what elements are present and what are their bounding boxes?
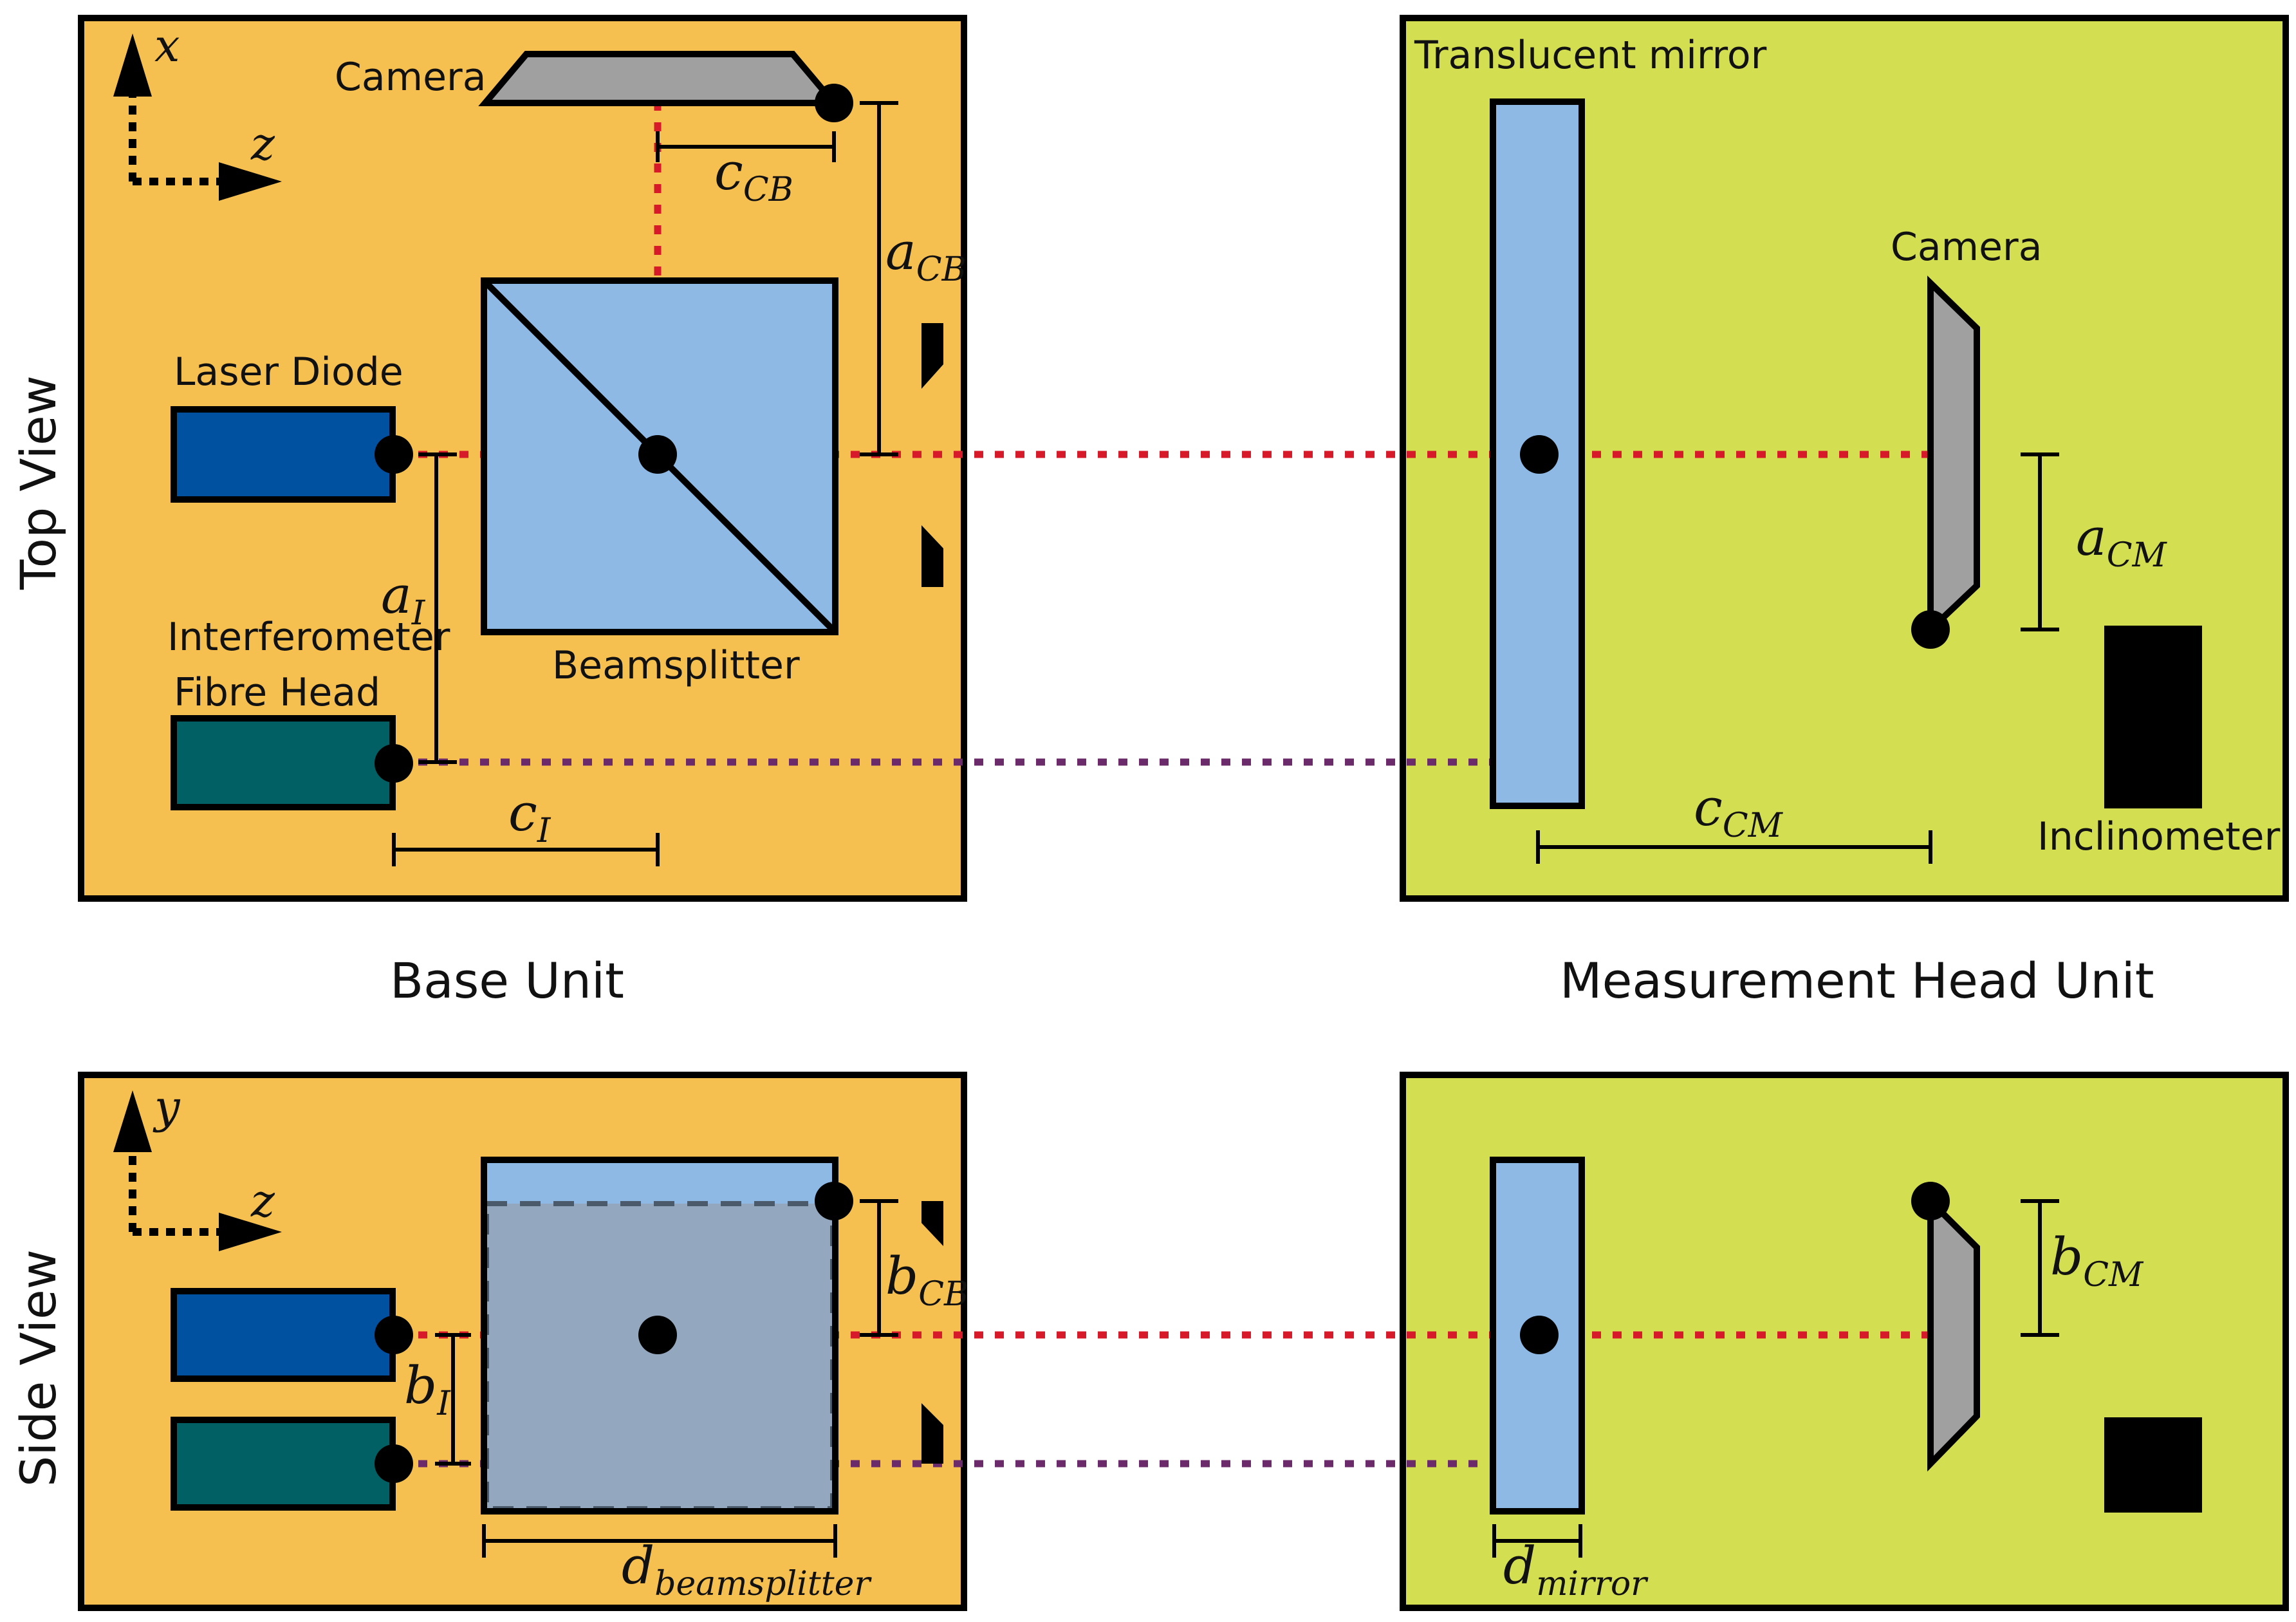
side-camera-dot — [815, 1182, 853, 1220]
dim-c-i: cI — [392, 783, 660, 866]
top-laser-diode-dot — [375, 435, 413, 474]
svg-text:aCM: aCM — [2076, 507, 2167, 575]
dim-d-mirror: dmirror — [1492, 1524, 1649, 1603]
side-beamsplitter-dot — [638, 1316, 677, 1354]
axis-z-side-label: z — [250, 1175, 275, 1227]
translucent-mirror-label: Translucent mirror — [1414, 33, 1767, 78]
dim-a-cb: aCB — [860, 101, 967, 456]
top-interferometer-dot — [375, 744, 413, 783]
inclinometer-label: Inclinometer — [2037, 814, 2281, 859]
dim-c-cb: cCB — [656, 131, 836, 209]
dim-b-cb: bCB — [860, 1199, 968, 1337]
top-beamsplitter-dot — [638, 435, 677, 474]
side-aperture-upper — [921, 1201, 943, 1246]
top-head-camera-label: Camera — [1891, 225, 2042, 270]
top-base-camera-dot — [815, 84, 853, 122]
svg-text:aCB: aCB — [885, 221, 967, 289]
svg-text:dmirror: dmirror — [1503, 1536, 1649, 1603]
axis-z-label: z — [250, 118, 275, 171]
top-interferometer-label-1: Interferometer — [167, 615, 450, 660]
top-laser-diode — [171, 406, 396, 503]
dim-d-beamsplitter: dbeamsplitter — [482, 1524, 872, 1603]
top-interferometer-label-2: Fibre Head — [174, 670, 380, 715]
svg-text:bI: bI — [404, 1356, 451, 1423]
side-head-camera-dot — [1911, 1182, 1950, 1220]
svg-text:cCB: cCB — [714, 142, 793, 209]
dim-a-cm: aCM — [2021, 452, 2167, 631]
top-laser-diode-label: Laser Diode — [174, 350, 403, 395]
top-aperture-lower — [921, 525, 943, 587]
top-head-camera — [1927, 275, 1980, 637]
dim-b-i: bI — [404, 1333, 471, 1466]
side-beamsplitter-inner — [484, 1201, 835, 1511]
dim-a-i: aI — [381, 452, 457, 764]
dim-c-cm: cCM — [1536, 778, 1932, 864]
axis-x-label: x — [154, 19, 180, 72]
top-beamsplitter-label: Beamsplitter — [552, 643, 800, 688]
side-aperture-lower — [921, 1403, 943, 1464]
top-mirror-dot — [1520, 435, 1559, 474]
side-laser-diode — [171, 1288, 396, 1382]
side-interferometer-head — [171, 1417, 396, 1511]
svg-text:bCB: bCB — [885, 1246, 968, 1314]
side-laser-diode-dot — [375, 1316, 413, 1354]
side-axes: y z — [113, 1081, 282, 1251]
row-label-top-view: Top View — [10, 375, 67, 590]
svg-text:cCM: cCM — [1694, 778, 1784, 845]
top-axes: x z — [113, 19, 282, 201]
top-aperture-upper — [921, 323, 943, 389]
base-unit-title: Base Unit — [390, 952, 624, 1009]
top-head-camera-dot — [1911, 610, 1950, 649]
axis-y-label: y — [153, 1081, 181, 1133]
top-base-camera — [478, 51, 841, 106]
top-inclinometer — [2104, 626, 2202, 808]
side-mirror-dot — [1520, 1316, 1559, 1354]
row-label-side-view: Side View — [10, 1249, 67, 1487]
svg-text:bCM: bCM — [2050, 1227, 2144, 1294]
head-unit-title: Measurement Head Unit — [1560, 952, 2154, 1009]
top-base-camera-label: Camera — [335, 55, 486, 100]
side-inclinometer — [2104, 1417, 2202, 1513]
side-head-camera — [1927, 1193, 1980, 1472]
top-interferometer-head — [171, 715, 396, 810]
dim-b-cm: bCM — [2021, 1199, 2144, 1337]
svg-text:dbeamsplitter: dbeamsplitter — [622, 1536, 872, 1603]
side-interferometer-dot — [375, 1444, 413, 1483]
svg-text:cI: cI — [508, 783, 551, 850]
svg-text:aI: aI — [381, 565, 426, 633]
